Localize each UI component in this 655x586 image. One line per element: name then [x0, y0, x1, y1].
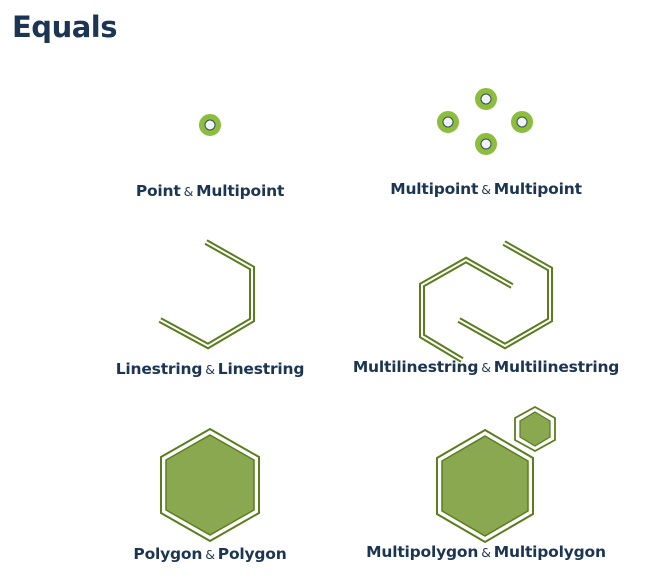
linestring-icon: [158, 239, 255, 350]
multilinestring-icon: [419, 240, 553, 363]
label-multipolygon-multipolygon: Multipolygon&Multipolygon: [366, 543, 606, 561]
label-polygon-polygon: Polygon&Polygon: [133, 545, 287, 563]
multipolygon-icon: [436, 405, 556, 544]
point-icon: [199, 114, 221, 136]
polygon-icon: [160, 427, 260, 543]
label-multilinestring-multilinestring: Multilinestring&Multilinestring: [352, 358, 620, 376]
page-title: Equals: [12, 10, 118, 44]
label-multipoint-multipoint: Multipoint&Multipoint: [390, 180, 582, 198]
label-linestring-linestring: Linestring&Linestring: [115, 360, 305, 378]
label-point-multipoint: Point&Multipoint: [135, 182, 285, 200]
multipoint-icon: [437, 88, 533, 155]
